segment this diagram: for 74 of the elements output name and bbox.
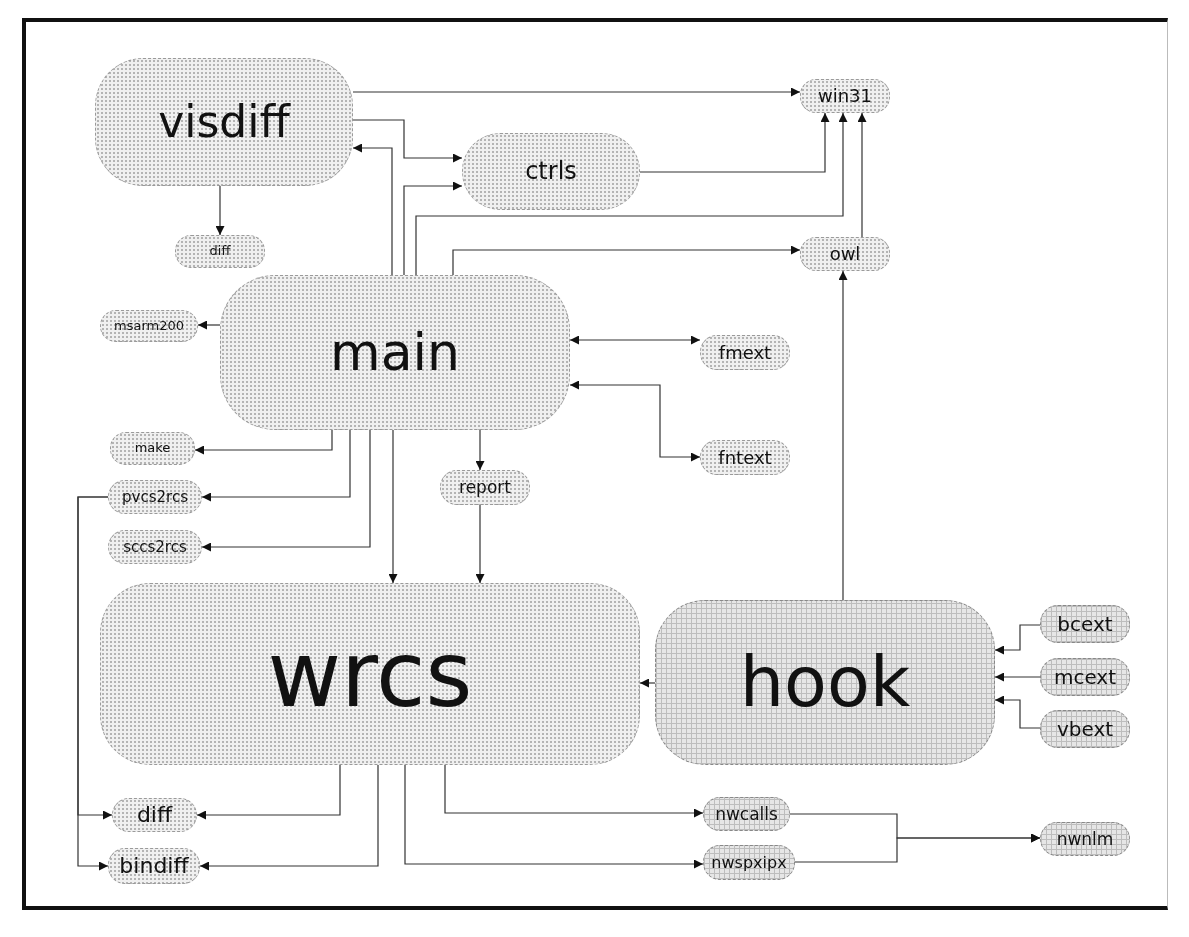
- arrow: [215, 185, 225, 236]
- node-label: fmext: [718, 342, 772, 363]
- rounded-box: [700, 440, 790, 475]
- rounded-box: [100, 583, 640, 765]
- rounded-box: [703, 845, 795, 880]
- rounded-box: [440, 470, 530, 505]
- rounded-box: [655, 600, 995, 765]
- node-label: bcext: [1057, 613, 1113, 635]
- arrow: [194, 429, 333, 455]
- node-label: report: [459, 478, 511, 497]
- node-label: owl: [829, 244, 861, 264]
- rounded-box: [108, 480, 202, 514]
- arrow: [415, 112, 848, 276]
- arrow: [403, 181, 463, 276]
- rounded-box: [703, 797, 790, 831]
- arrow: [857, 112, 867, 238]
- arrow: [444, 764, 704, 818]
- rounded-box: [108, 530, 202, 564]
- rounded-box: [100, 310, 198, 342]
- rounded-box: [700, 335, 790, 370]
- node-label: win31: [817, 86, 872, 106]
- rounded-box: [800, 79, 890, 113]
- node-label: bindiff: [119, 853, 189, 879]
- arrow: [388, 429, 398, 584]
- arrow: [838, 270, 848, 601]
- arrow: [196, 764, 341, 820]
- arrow: [639, 678, 656, 688]
- rounded-box: [1040, 658, 1130, 696]
- arrow: [452, 245, 801, 276]
- arrow: [201, 429, 351, 502]
- node-label: sccs2rcs: [123, 538, 187, 556]
- node-label: visdiff: [158, 97, 290, 147]
- arrow: [994, 695, 1041, 729]
- arrow: [404, 764, 704, 869]
- arrow: [475, 504, 485, 584]
- arrow: [197, 320, 221, 330]
- arrow: [352, 119, 463, 163]
- arrow: [994, 624, 1041, 655]
- arrow: [994, 672, 1041, 682]
- node-label: nwspxipx: [711, 853, 787, 872]
- node-label: hook: [739, 644, 911, 721]
- node-label: main: [330, 323, 460, 382]
- node-label: wrcs: [267, 624, 473, 724]
- node-label: diff: [209, 244, 231, 259]
- node-label: pvcs2rcs: [122, 488, 188, 506]
- arrow: [199, 764, 379, 871]
- rounded-box: [1040, 710, 1130, 748]
- arrow: [201, 429, 371, 552]
- arrow: [639, 112, 830, 173]
- node-label: fntext: [718, 447, 772, 468]
- rounded-box: [108, 848, 200, 884]
- arrow: [475, 429, 485, 471]
- node-label: diff: [136, 802, 173, 828]
- rounded-box: [800, 237, 890, 271]
- rounded-box: [220, 275, 570, 430]
- node-label: msarm200: [114, 318, 184, 334]
- rounded-box: [112, 798, 197, 832]
- node-label: vbext: [1056, 718, 1114, 740]
- rounded-box: [95, 58, 353, 186]
- arrow: [569, 380, 701, 462]
- arrow: [352, 143, 393, 276]
- node-label: make: [134, 441, 171, 456]
- rounded-box: [1040, 822, 1130, 856]
- rounded-box: [175, 235, 265, 268]
- arrow: [569, 335, 701, 345]
- arrow: [77, 496, 109, 871]
- node-label: nwnlm: [1056, 829, 1114, 849]
- arrow: [794, 833, 1041, 863]
- node-label: nwcalls: [715, 804, 778, 824]
- rounded-box: [110, 432, 195, 465]
- rounded-box: [1040, 605, 1130, 643]
- node-label: mcext: [1053, 666, 1117, 688]
- node-label: ctrls: [525, 158, 577, 185]
- arrow: [352, 87, 801, 97]
